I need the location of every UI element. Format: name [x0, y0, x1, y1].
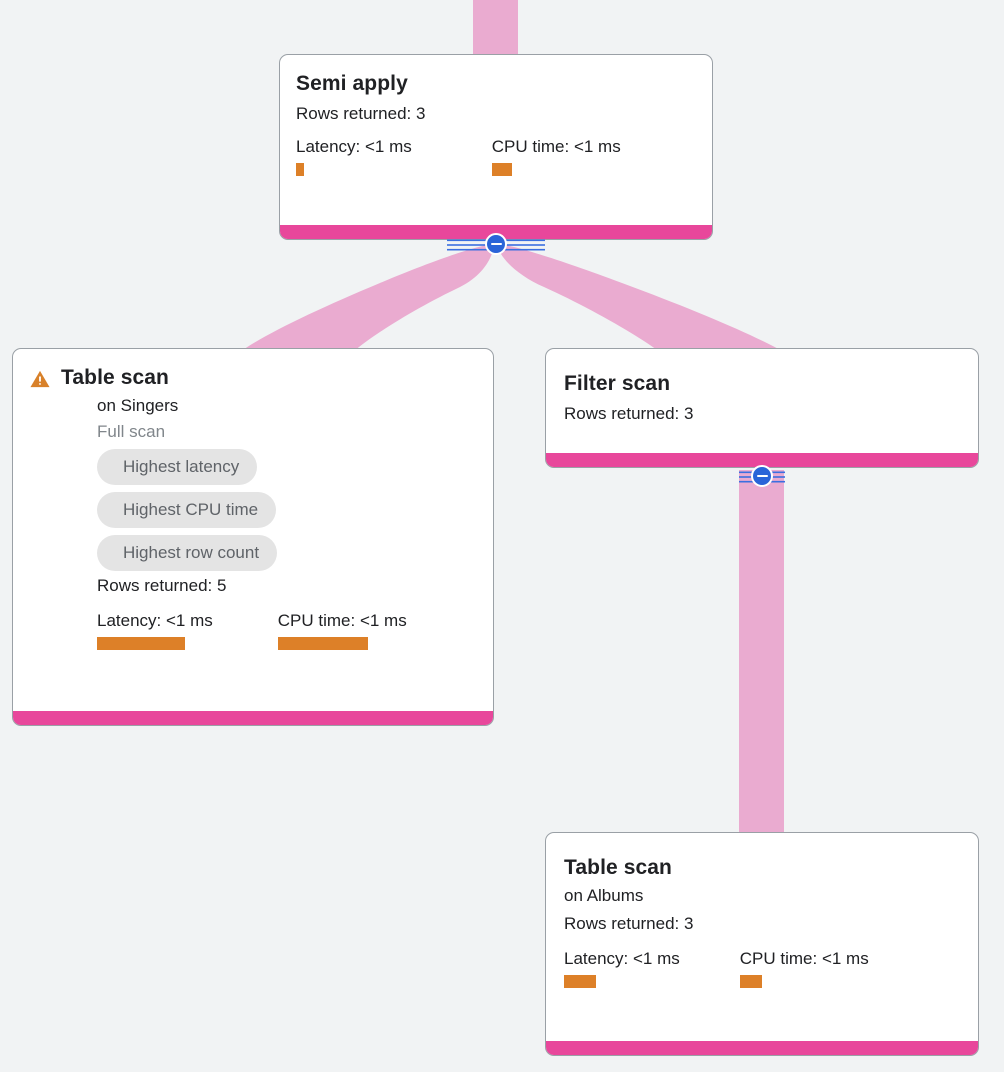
plan-node-table-scan-singers[interactable]: Table scan on Singers Full scan Highest … [12, 348, 494, 726]
metric-latency: Latency: <1 ms [564, 947, 680, 988]
node-chip-list: Highest latency Highest CPU time Highest… [97, 449, 477, 571]
rows-returned: Rows returned: 3 [296, 104, 426, 123]
node-accent-bar [546, 453, 978, 467]
node-header: Semi apply [296, 69, 696, 99]
collapse-minus-icon[interactable] [485, 233, 507, 255]
node-subtitle: on Singers [97, 396, 179, 415]
node-header: Table scan [29, 363, 477, 393]
node-body: Table scan on Albums Rows returned: 3 La… [546, 833, 978, 1041]
collapse-toggle-semi-apply[interactable] [441, 231, 551, 257]
node-metrics: Latency: <1 ms CPU time: <1 ms [564, 947, 960, 988]
metric-cpu-time-label: CPU time: <1 ms [739, 949, 869, 968]
metric-latency-bar [296, 163, 304, 176]
rows-returned: Rows returned: 5 [97, 576, 227, 595]
chip-highest-cpu-time[interactable]: Highest CPU time [97, 492, 277, 528]
metric-cpu-time: CPU time: <1 ms [277, 609, 407, 650]
node-title: Table scan [61, 366, 169, 389]
minus-glyph [490, 242, 502, 246]
node-body: Semi apply Rows returned: 3 Latency: <1 … [280, 55, 712, 225]
metric-cpu-time-bar [491, 163, 512, 176]
chip-highest-row-count[interactable]: Highest row count [97, 535, 278, 571]
metric-latency: Latency: <1 ms [296, 135, 412, 176]
metric-latency-label: Latency: <1 ms [564, 949, 680, 968]
metric-cpu-time: CPU time: <1 ms [739, 947, 869, 988]
edge-into-semi-apply [473, 0, 518, 56]
metric-latency-label: Latency: <1 ms [97, 611, 213, 630]
node-title: Semi apply [296, 72, 408, 95]
metric-cpu-time-bar [277, 637, 368, 650]
plan-node-semi-apply[interactable]: Semi apply Rows returned: 3 Latency: <1 … [279, 54, 713, 240]
node-scan-type: Full scan [97, 422, 166, 441]
collapse-minus-icon[interactable] [751, 465, 773, 487]
rows-returned: Rows returned: 3 [564, 404, 694, 423]
node-title: Filter scan [564, 372, 671, 395]
node-title: Table scan [564, 856, 672, 879]
node-accent-bar [280, 225, 712, 239]
metric-cpu-time-bar [739, 975, 762, 988]
rows-returned: Rows returned: 3 [564, 914, 694, 933]
metric-latency: Latency: <1 ms [97, 609, 213, 650]
plan-node-filter-scan[interactable]: Filter scan Rows returned: 3 [545, 348, 979, 468]
node-header: Filter scan [564, 369, 960, 399]
metric-latency-bar [564, 975, 596, 988]
node-metrics: Latency: <1 ms CPU time: <1 ms [296, 135, 696, 176]
metric-cpu-time-label: CPU time: <1 ms [491, 137, 621, 156]
node-body: Table scan on Singers Full scan Highest … [13, 349, 493, 711]
metric-cpu-time: CPU time: <1 ms [491, 135, 621, 176]
minus-glyph [756, 474, 768, 478]
plan-node-table-scan-albums[interactable]: Table scan on Albums Rows returned: 3 La… [545, 832, 979, 1056]
node-subtitle: on Albums [564, 886, 644, 905]
warning-triangle-icon [30, 370, 50, 388]
node-metrics: Latency: <1 ms CPU time: <1 ms [97, 609, 477, 650]
metric-cpu-time-label: CPU time: <1 ms [277, 611, 407, 630]
node-header: Table scan [564, 853, 960, 883]
edge-semi-apply-to-filter-scan [499, 244, 784, 352]
collapse-toggle-filter-scan[interactable] [707, 463, 817, 489]
metric-latency-bar [97, 637, 185, 650]
node-accent-bar [13, 711, 493, 725]
chip-highest-latency[interactable]: Highest latency [97, 449, 258, 485]
edge-semi-apply-to-table-scan-singers [240, 244, 493, 352]
metric-latency-label: Latency: <1 ms [296, 137, 412, 156]
edge-filter-scan-to-table-scan-albums [739, 470, 784, 840]
node-accent-bar [546, 1041, 978, 1055]
node-body: Filter scan Rows returned: 3 [546, 349, 978, 453]
